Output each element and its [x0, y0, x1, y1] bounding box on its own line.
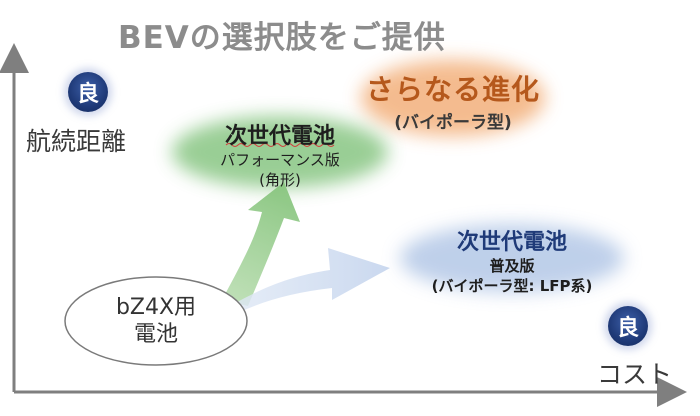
performance-node: 次世代電池 パフォーマンス版 (角形) [180, 118, 380, 190]
blue-glow-blob [400, 224, 624, 292]
popular-subtitle: 普及版 [489, 257, 535, 275]
evolution-title: さらなる進化 [365, 73, 540, 106]
performance-title: 次世代電池 [224, 124, 335, 149]
y-good-badge: 良 [68, 72, 108, 112]
popular-type: (バイポーラ型: LFP系) [431, 277, 593, 295]
wavy-underline [225, 143, 335, 147]
performance-subtitle: パフォーマンス版 [220, 151, 340, 169]
popular-title: 次世代電池 [456, 230, 567, 255]
bz4x-line2: 電池 [133, 322, 178, 347]
x-axis-label: コスト [597, 360, 673, 389]
green-glow-blob [172, 116, 388, 188]
bz4x-line1: bZ4X用 [115, 295, 197, 320]
orange-glow-blob [361, 60, 545, 136]
x-good-badge: 良 [608, 306, 648, 346]
page-title: BEVの選択肢をご提供 [118, 20, 446, 56]
bz4x-node: bZ4X用 電池 [86, 294, 226, 348]
green-arrow [222, 182, 300, 306]
evolution-node: さらなる進化 (バイポーラ型) [353, 68, 553, 133]
blue-arrow [232, 248, 390, 312]
performance-shape: (角形) [259, 171, 301, 189]
bz4x-ellipse [64, 276, 248, 366]
popular-node: 次世代電池 普及版 (バイポーラ型: LFP系) [412, 224, 612, 296]
y-axis-label: 航続距離 [26, 127, 127, 156]
evolution-subtitle: (バイポーラ型) [394, 113, 512, 133]
